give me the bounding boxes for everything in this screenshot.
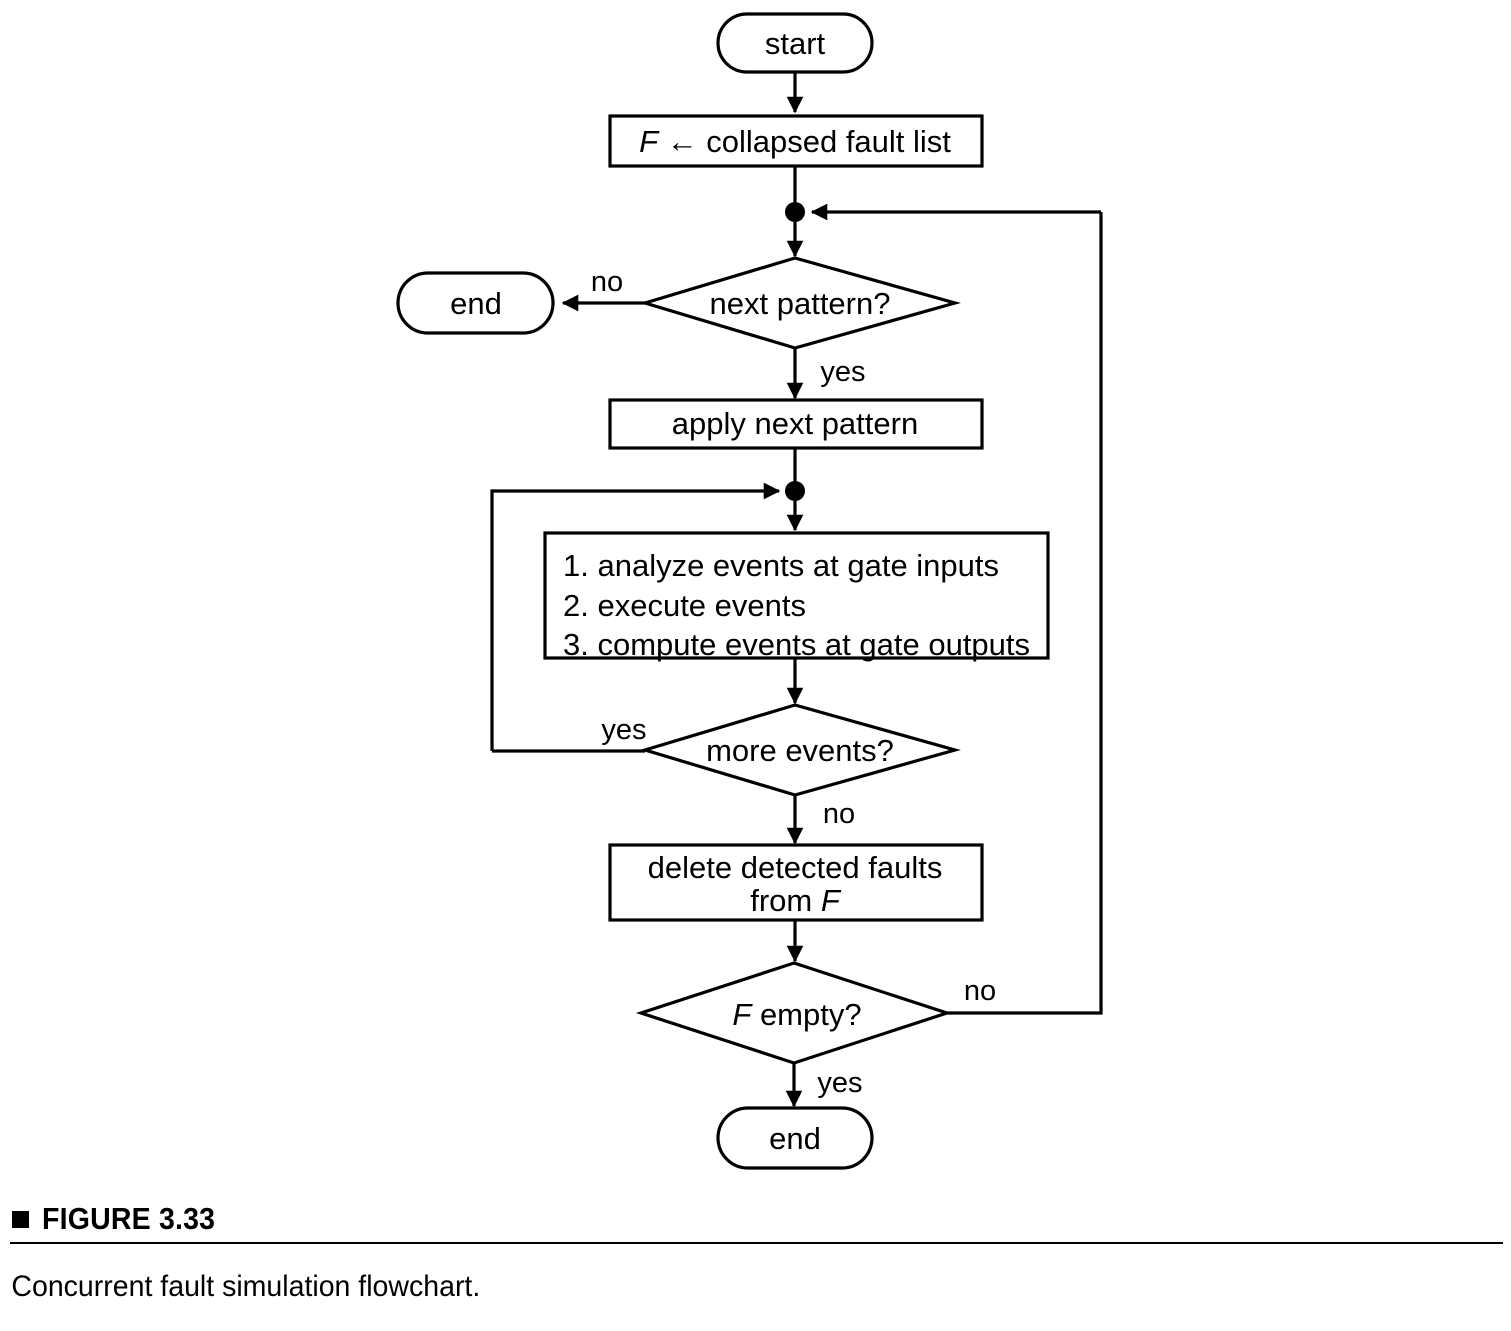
edge-label-more-events-yes: yes xyxy=(601,714,646,746)
edge-more-events-yes-loopback xyxy=(490,482,781,751)
node-event-steps-line-3: 3. compute events at gate outputs xyxy=(563,627,1030,662)
delete-faults-var: F xyxy=(821,883,842,918)
f-empty-var: F xyxy=(732,997,753,1032)
node-next-pattern-label: next pattern? xyxy=(710,286,891,321)
edge-label-more-events-no: no xyxy=(823,798,855,830)
node-more-events-label: more events? xyxy=(706,733,894,768)
edge-label-next-pattern-no: no xyxy=(591,266,623,298)
init-fault-list-var: F xyxy=(639,124,660,159)
node-delete-faults-line-2: from F xyxy=(750,883,842,918)
node-event-steps-line-2: 2. execute events xyxy=(563,588,806,623)
node-end-final-label: end xyxy=(769,1121,821,1156)
node-end-final: end xyxy=(716,1106,874,1170)
edge-f-empty-no xyxy=(947,212,1103,1015)
flowchart-diagram: start F ← collapsed fault list next patt… xyxy=(396,12,1103,1170)
node-end-no-pattern-label: end xyxy=(450,286,502,321)
node-init-fault-list-label: F ← collapsed fault list xyxy=(639,124,951,159)
node-more-events: more events? xyxy=(639,703,961,797)
figure-title-row: FIGURE 3.33 xyxy=(0,1196,1511,1242)
edge-label-next-pattern-yes: yes xyxy=(820,356,865,388)
node-delete-faults-line-1: delete detected faults xyxy=(648,850,943,885)
figure-number-label: FIGURE 3.33 xyxy=(42,1201,216,1236)
f-empty-rest: empty? xyxy=(751,997,861,1032)
edge-label-f-empty-yes: yes xyxy=(817,1067,862,1099)
node-apply-pattern-label: apply next pattern xyxy=(672,406,918,441)
square-bullet-icon xyxy=(12,1210,29,1228)
init-fault-list-rest: ← collapsed fault list xyxy=(658,124,951,159)
figure-caption-block: FIGURE 3.33 Concurrent fault simulation … xyxy=(0,1196,1511,1304)
node-f-empty-label: F empty? xyxy=(732,997,861,1032)
figure-caption-text: Concurrent fault simulation flowchart. xyxy=(11,1270,481,1303)
node-event-steps-line-1: 1. analyze events at gate inputs xyxy=(563,548,999,583)
node-start: start xyxy=(716,12,874,74)
node-delete-faults: delete detected faults from F xyxy=(608,843,984,922)
junction-dot-event-loop xyxy=(785,481,805,501)
node-init-fault-list: F ← collapsed fault list xyxy=(608,114,984,168)
delete-faults-from-text: from xyxy=(750,883,821,918)
caption-divider xyxy=(10,1242,1503,1244)
node-start-label: start xyxy=(765,26,826,61)
node-apply-pattern: apply next pattern xyxy=(608,398,984,450)
node-next-pattern: next pattern? xyxy=(639,256,961,350)
node-end-no-pattern: end xyxy=(396,271,555,335)
junction-dot-top xyxy=(785,202,805,222)
node-f-empty: F empty? xyxy=(635,961,953,1065)
node-event-steps: 1. analyze events at gate inputs 2. exec… xyxy=(543,531,1050,662)
edge-label-f-empty-no: no xyxy=(964,975,996,1007)
